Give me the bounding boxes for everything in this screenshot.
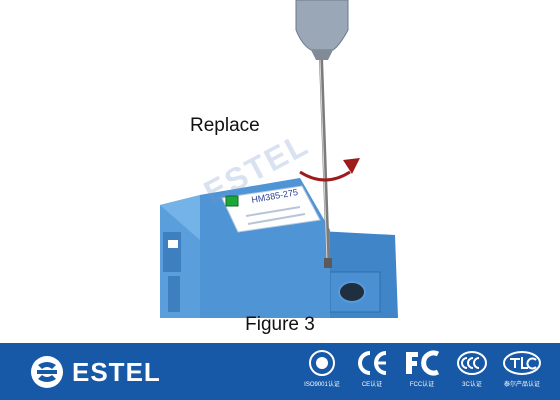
figure-panel: HM385-275 ESTEL Replace Figure 3 xyxy=(160,0,398,335)
estel-logo-icon xyxy=(31,356,63,388)
replace-diagram: HM385-275 xyxy=(160,0,398,318)
screwdriver-shaft xyxy=(319,57,330,263)
cert-caption: 泰尔产品认证 xyxy=(503,382,540,388)
cert-ccc: 3C认证 xyxy=(450,349,494,397)
brand-name: ESTEL xyxy=(72,356,161,387)
screwdriver-tip xyxy=(324,258,332,268)
ce-mark-icon xyxy=(358,351,387,375)
ccc-mark-icon xyxy=(457,351,487,375)
front-vent xyxy=(163,232,181,272)
fcc-mark-icon xyxy=(406,350,440,376)
cert-iso9001: ISO9001认证 xyxy=(300,349,344,397)
cert-caption: CE认证 xyxy=(361,382,383,388)
iso9001-seal-icon xyxy=(309,350,335,376)
cert-fcc: FCC认证 xyxy=(400,349,444,397)
brand-logo: ESTEL xyxy=(30,355,161,389)
front-notch xyxy=(168,240,178,248)
status-window xyxy=(225,195,239,207)
cert-caption: FCC认证 xyxy=(409,382,435,388)
cert-tlc: 泰尔产品认证 xyxy=(500,349,544,397)
cert-caption: ISO9001认证 xyxy=(304,382,340,388)
screwdriver-shaft-highlight xyxy=(319,57,328,263)
rotation-arrowhead-icon xyxy=(343,158,360,174)
figure-caption: Figure 3 xyxy=(245,314,315,335)
module-text-line xyxy=(245,206,301,217)
action-label: Replace xyxy=(190,115,260,136)
module-text-line xyxy=(247,213,306,225)
certification-marks: ISO9001认证 CE认证 FCC认证 3C认证 xyxy=(300,349,555,397)
tlc-mark-icon xyxy=(503,351,541,375)
screwdriver-handle xyxy=(295,0,349,51)
module-insert xyxy=(221,185,321,233)
cert-ce: CE认证 xyxy=(350,349,394,397)
rear-terminal-screw xyxy=(338,281,366,303)
front-vent xyxy=(168,276,180,312)
screwdriver-ferrule xyxy=(311,50,333,60)
rotation-arrow-icon xyxy=(299,170,351,182)
footer-bar: ESTEL ISO9001认证 CE认证 FCC认证 xyxy=(0,343,560,400)
cert-caption: 3C认证 xyxy=(462,382,482,388)
